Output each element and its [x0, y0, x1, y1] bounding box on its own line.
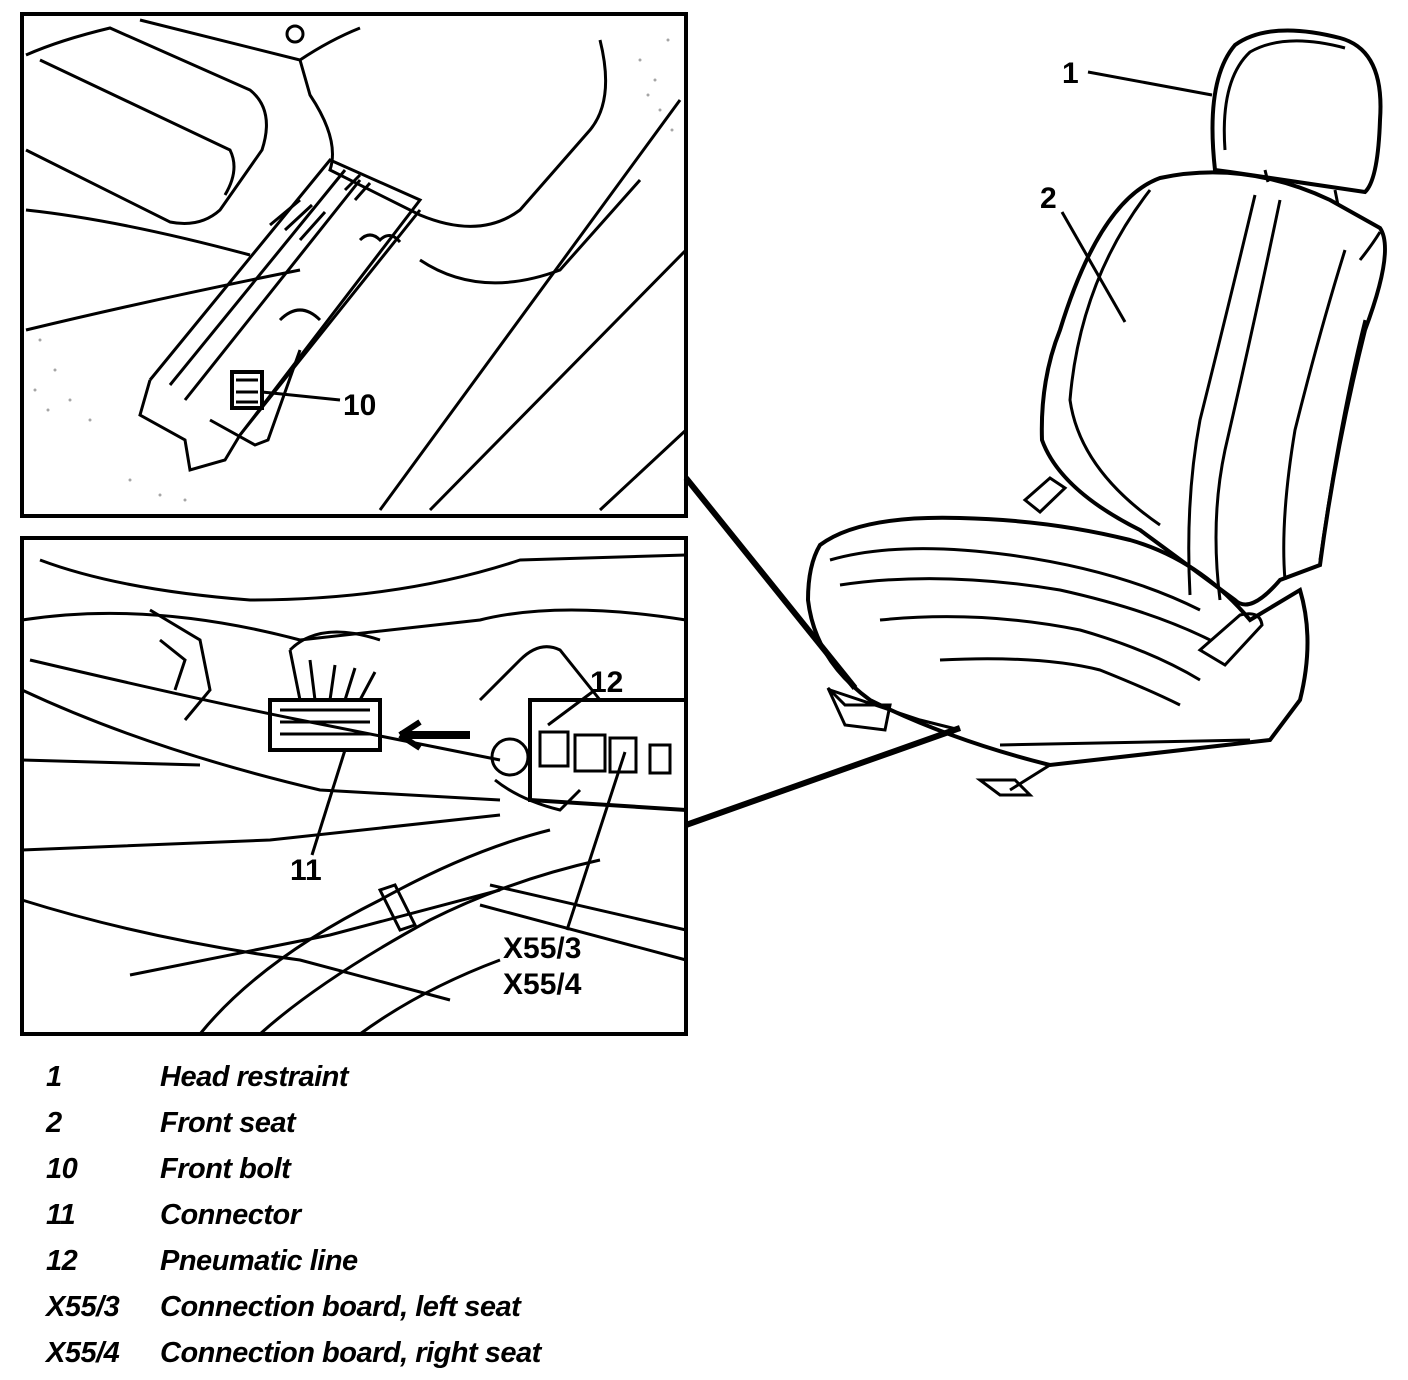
callout-front-bolt: 10 [343, 389, 376, 422]
legend-number: 11 [46, 1198, 76, 1231]
callout-front-seat: 2 [1040, 182, 1057, 215]
legend-row: 10 Front bolt [46, 1146, 746, 1192]
legend-description: Pneumatic line [160, 1244, 358, 1277]
seat-leaders [1060, 70, 1213, 323]
legend-number: 12 [46, 1244, 78, 1277]
legend-description: Front seat [160, 1106, 296, 1139]
legend: 1 Head restraint 2 Front seat 10 Front b… [46, 1054, 746, 1376]
callout-head-restraint: 1 [1062, 57, 1079, 90]
callout-connection-board-left: X55/3 [503, 932, 581, 965]
legend-row: X55/3 Connection board, left seat [46, 1284, 746, 1330]
legend-row: 12 Pneumatic line [46, 1238, 746, 1284]
callout-pneumatic-line: 12 [590, 666, 623, 699]
seat-diagram: 1 2 10 11 12 X55/3 X55/4 [20, 12, 1387, 1036]
legend-description: Connection board, right seat [160, 1336, 541, 1369]
legend-description: Connector [160, 1198, 301, 1231]
legend-description: Head restraint [160, 1060, 349, 1093]
legend-description: Connection board, left seat [160, 1290, 521, 1323]
legend-description: Front bolt [160, 1152, 291, 1185]
legend-number: 2 [46, 1106, 62, 1139]
legend-number: 1 [46, 1060, 62, 1093]
callout-connector: 11 [290, 854, 322, 887]
inset-connection-board [20, 536, 688, 1036]
legend-row: 1 Head restraint [46, 1054, 746, 1100]
inset-front-bolt [20, 12, 688, 518]
legend-row: X55/4 Connection board, right seat [46, 1330, 746, 1376]
legend-number: X55/4 [46, 1336, 120, 1369]
legend-row: 2 Front seat [46, 1100, 746, 1146]
legend-row: 11 Connector [46, 1192, 746, 1238]
callout-connection-board-right: X55/4 [503, 968, 582, 1001]
seat-illustration [805, 28, 1387, 797]
legend-number: X55/3 [46, 1290, 120, 1323]
legend-number: 10 [46, 1152, 78, 1185]
